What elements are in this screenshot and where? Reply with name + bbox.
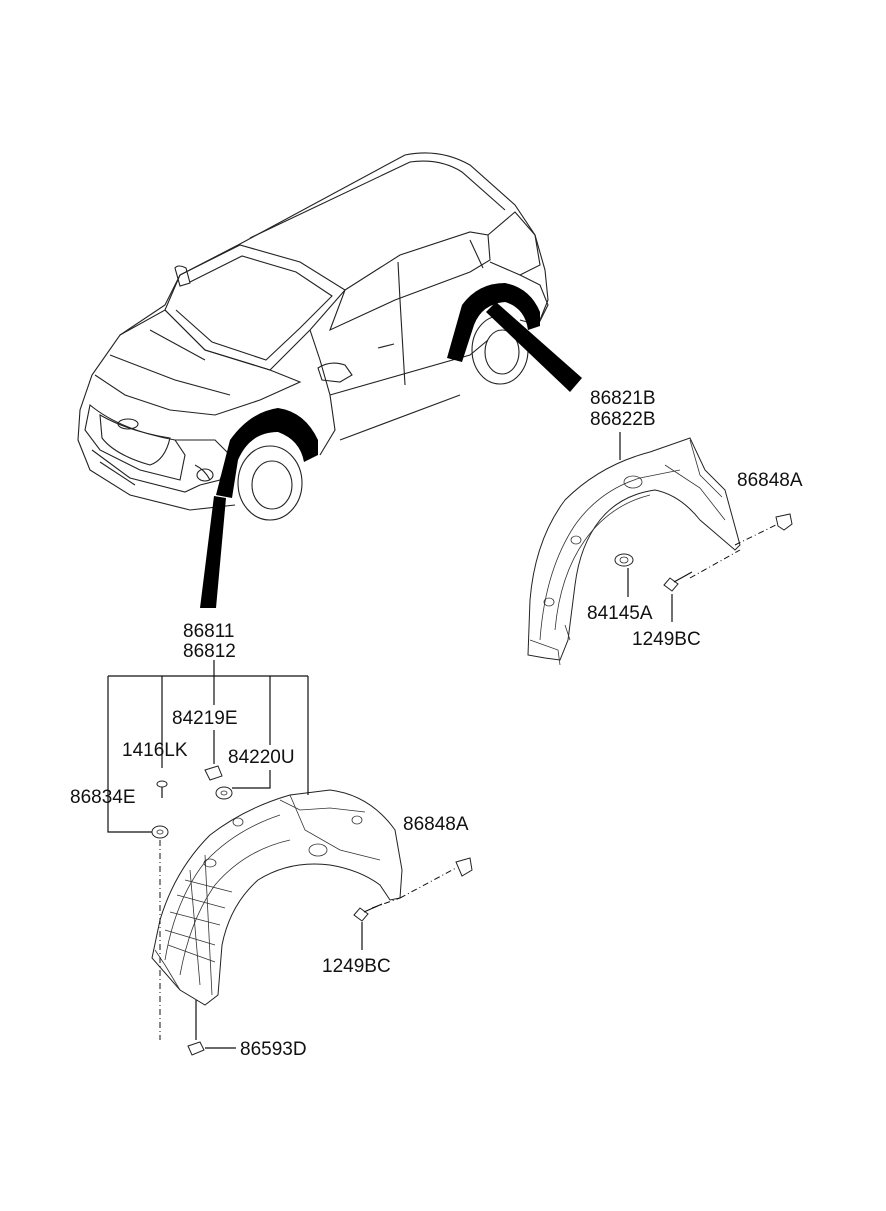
label-rear-liner-2: 86822B <box>590 409 656 430</box>
label-rear-nut: 84145A <box>587 603 653 624</box>
label-front-bottom-screw: 86593D <box>240 1039 307 1060</box>
rear-clip-part <box>775 513 793 531</box>
label-front-liner-2: 86812 <box>183 641 236 662</box>
rear-wheel-well-highlight <box>447 283 582 392</box>
label-front-grommet: 86834E <box>70 787 136 808</box>
rear-wheel-guard-liner <box>527 437 741 666</box>
front-clip-part <box>455 857 473 877</box>
label-rear-clip: 86848A <box>737 470 803 491</box>
front-bottom-screw-part <box>187 1041 205 1056</box>
label-front-clip: 86848A <box>403 814 469 835</box>
vehicle-roof-outline <box>237 152 549 321</box>
front-callout-bracket <box>107 660 309 833</box>
front-wheel-well-highlight <box>200 408 318 608</box>
label-rear-liner-1: 86821B <box>590 388 656 409</box>
label-front-screw-a: 84219E <box>172 708 238 729</box>
vehicle-illustration <box>77 152 549 521</box>
front-wheel-guard-liner <box>151 789 403 1006</box>
rear-screw-part <box>663 571 693 592</box>
rear-nut-part <box>614 553 634 567</box>
front-grommet-part <box>215 786 233 800</box>
front-bolt-part <box>156 780 168 798</box>
label-rear-screw: 1249BC <box>632 629 701 650</box>
front-nut-part <box>204 765 223 781</box>
label-front-screw-b: 1249BC <box>322 956 391 977</box>
label-front-liner-1: 86811 <box>183 621 234 642</box>
front-grommet-86834e-part <box>151 825 169 839</box>
front-wheel <box>237 445 303 521</box>
label-front-bolt: 1416LK <box>122 740 188 761</box>
label-front-nut: 84220U <box>228 747 295 768</box>
front-screw-part <box>353 903 383 922</box>
